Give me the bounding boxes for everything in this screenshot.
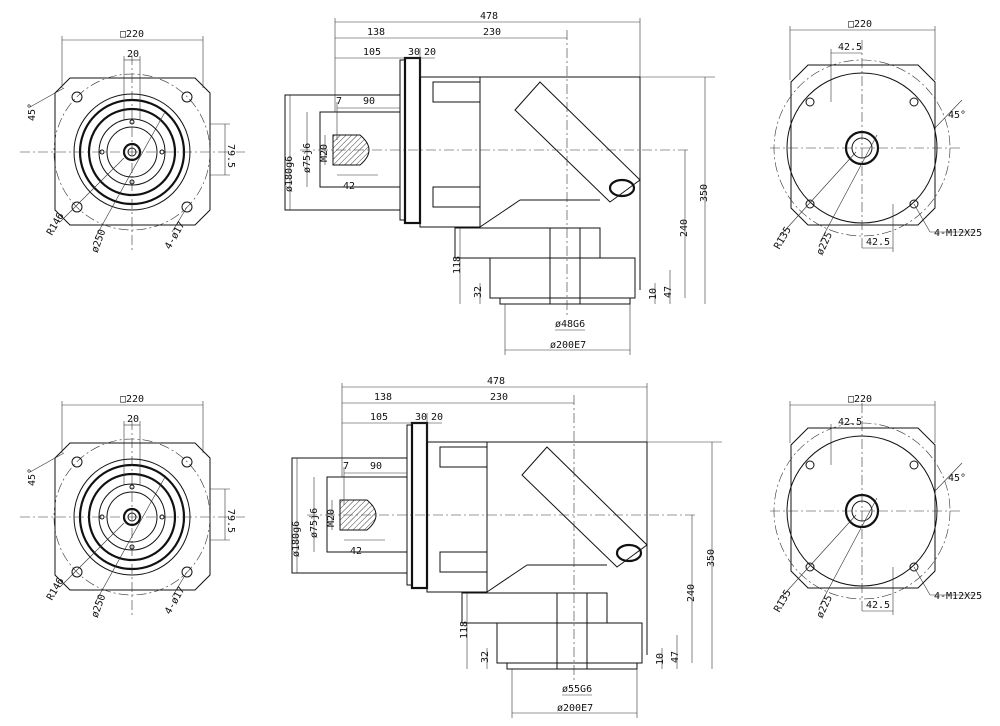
front-square-dim: □220	[120, 29, 144, 40]
side-bore-dim: ø48G6	[555, 319, 585, 330]
side-230-dim: 230	[483, 27, 501, 38]
rear-diameter-dim: ø225	[815, 594, 835, 620]
rear-top-dim: 42.5	[838, 417, 862, 428]
rear-top-dim: 42.5	[838, 42, 862, 53]
rear-angle-dim: 45°	[948, 473, 966, 484]
side-90-dim: 90	[370, 461, 382, 472]
side-flange-dim: ø180g6	[284, 156, 295, 192]
rear-square-dim: □220	[848, 19, 872, 30]
side-view: 478 138 230 105 30 20 7 90 ø180g6 ø75j6 …	[291, 376, 722, 718]
front-radius-dim: R146	[45, 211, 67, 237]
front-angle-dim: 45°	[27, 103, 38, 121]
side-240-dim: 240	[686, 584, 697, 602]
side-bore-dim: ø55G6	[562, 684, 592, 695]
side-42-dim: 42	[350, 546, 362, 557]
rear-holes-dim: 4-M12X25	[934, 228, 982, 239]
front-view: □220 20 45° 79.5 R146 ø250 4-ø17	[20, 394, 245, 619]
side-shaft-dim: ø75j6	[309, 508, 320, 538]
rear-angle-dim: 45°	[948, 110, 966, 121]
side-42-dim: 42	[343, 181, 355, 192]
side-105-dim: 105	[363, 47, 381, 58]
rear-bottom-dim: 42.5	[866, 600, 890, 611]
side-240-dim: 240	[679, 219, 690, 237]
side-105-dim: 105	[370, 412, 388, 423]
side-32-dim: 32	[473, 286, 484, 298]
front-square-dim: □220	[120, 394, 144, 405]
rear-bottom-dim: 42.5	[866, 237, 890, 248]
rear-radius-dim: R135	[772, 225, 794, 251]
front-radius-dim: R146	[45, 576, 67, 602]
side-view: 478 138 230 105 30 20 7 90 ø180g6 ø75j6 …	[284, 11, 715, 355]
row-1: □220 20 45° 79.5 R146 ø250 4-ø17	[20, 11, 982, 355]
side-47-dim: 47	[670, 651, 681, 663]
rear-view: □220 42.5 45° R135 ø225 42.5 4-M12X25	[770, 19, 982, 257]
side-pilot-dim: ø200E7	[550, 340, 586, 351]
front-offset-dim: 20	[127, 414, 139, 425]
side-350-dim: 350	[699, 184, 710, 202]
side-7-dim: 7	[336, 96, 342, 107]
row-2: □220 20 45° 79.5 R146 ø250 4-ø17	[20, 376, 982, 718]
side-20-dim: 20	[424, 47, 436, 58]
side-30-dim: 30	[408, 47, 420, 58]
side-138-dim: 138	[367, 27, 385, 38]
side-118-dim: 118	[459, 621, 470, 639]
rear-radius-dim: R135	[772, 588, 794, 614]
front-diameter-dim: ø250	[90, 593, 109, 619]
side-90-dim: 90	[363, 96, 375, 107]
rear-diameter-dim: ø225	[815, 231, 835, 257]
front-angle-dim: 45°	[27, 468, 38, 486]
side-pilot-dim: ø200E7	[557, 703, 593, 714]
side-thread-dim: M20	[319, 144, 330, 162]
front-height-dim: 79.5	[225, 144, 236, 168]
side-shaft-dim: ø75j6	[302, 143, 313, 173]
side-10-dim: 10	[648, 288, 659, 300]
side-350-dim: 350	[706, 549, 717, 567]
front-view: □220 20 45° 79.5 R146 ø250 4-ø17	[20, 29, 245, 254]
rear-view: □220 42.5 45° R135 ø225 42.5 4-M12X25	[770, 394, 982, 620]
side-thread-dim: M20	[326, 509, 337, 527]
side-flange-dim: ø180g6	[291, 521, 302, 557]
side-20-dim: 20	[431, 412, 443, 423]
side-overall-dim: 478	[487, 376, 505, 387]
front-height-dim: 79.5	[225, 509, 236, 533]
side-230-dim: 230	[490, 392, 508, 403]
side-47-dim: 47	[663, 286, 674, 298]
front-diameter-dim: ø250	[90, 228, 109, 254]
side-7-dim: 7	[343, 461, 349, 472]
side-overall-dim: 478	[480, 11, 498, 22]
side-10-dim: 10	[655, 653, 666, 665]
rear-holes-dim: 4-M12X25	[934, 591, 982, 602]
side-30-dim: 30	[415, 412, 427, 423]
side-138-dim: 138	[374, 392, 392, 403]
rear-square-dim: □220	[848, 394, 872, 405]
side-118-dim: 118	[452, 256, 463, 274]
side-32-dim: 32	[480, 651, 491, 663]
front-offset-dim: 20	[127, 49, 139, 60]
